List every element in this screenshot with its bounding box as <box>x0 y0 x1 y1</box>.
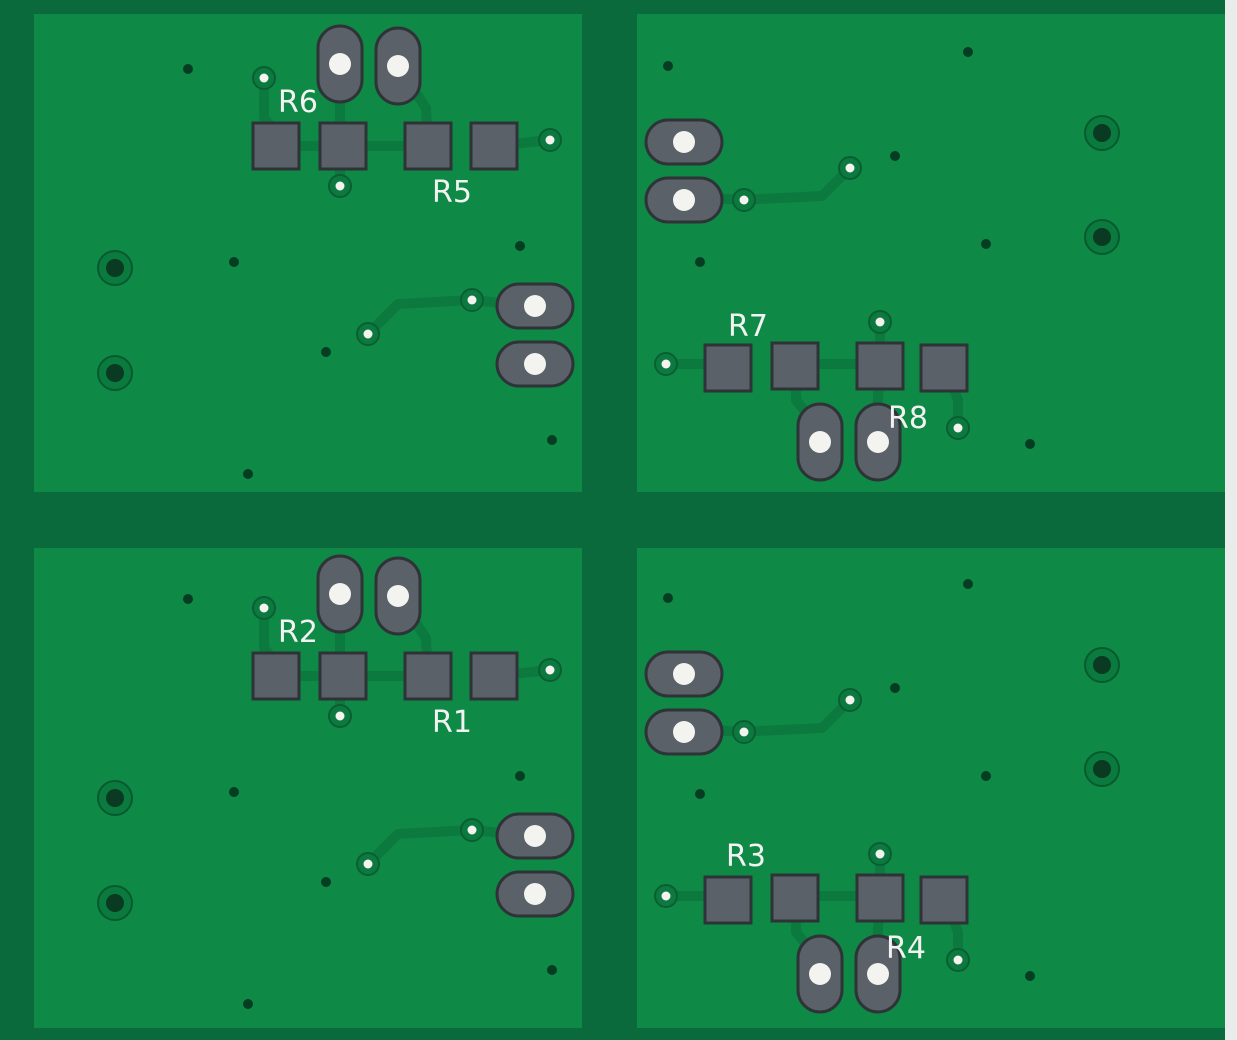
via-hole <box>661 359 671 369</box>
pad-hole <box>673 663 695 685</box>
via-hole <box>467 295 477 305</box>
silk-label-r1: R1 <box>432 705 472 740</box>
mask-dot <box>981 239 991 249</box>
mask-dot <box>183 594 193 604</box>
via-hole <box>953 423 963 433</box>
pad-hole <box>387 55 409 77</box>
smd-pad <box>855 341 905 391</box>
silk-label-r8: R8 <box>888 401 928 436</box>
smd-pad <box>703 343 753 393</box>
smd-pad <box>919 875 969 925</box>
silk-label-r4: R4 <box>886 931 926 966</box>
mask-dot <box>695 257 705 267</box>
via-hole <box>363 859 373 869</box>
mask-dot <box>1025 439 1035 449</box>
via-hole <box>739 195 749 205</box>
via-hole <box>259 603 269 613</box>
pad-hole <box>673 131 695 153</box>
smd-pad <box>403 121 453 171</box>
mask-dot <box>663 61 673 71</box>
via-hole <box>661 891 671 901</box>
pad-hole <box>329 53 351 75</box>
mask-dot <box>963 47 973 57</box>
pad-hole <box>524 883 546 905</box>
mask-dot <box>229 787 239 797</box>
via-hole <box>845 695 855 705</box>
mask-dot <box>981 771 991 781</box>
mask-dot <box>321 347 331 357</box>
via-hole <box>739 727 749 737</box>
mask-dot <box>890 151 900 161</box>
smd-pad <box>770 873 820 923</box>
pad-hole <box>524 295 546 317</box>
mask-dot <box>890 683 900 693</box>
mounting-hole <box>1093 228 1111 246</box>
mask-dot <box>321 877 331 887</box>
via-hole <box>259 73 269 83</box>
pad-hole <box>673 189 695 211</box>
pad-hole <box>524 353 546 375</box>
mounting-hole <box>106 894 124 912</box>
pad-hole <box>329 583 351 605</box>
mask-dot <box>663 593 673 603</box>
via-hole <box>335 181 345 191</box>
mask-dot <box>183 64 193 74</box>
mounting-hole <box>106 789 124 807</box>
mask-dot <box>547 435 557 445</box>
smd-pad <box>469 121 519 171</box>
mounting-hole <box>1093 656 1111 674</box>
pad-hole <box>809 963 831 985</box>
via-hole <box>335 711 345 721</box>
silk-label-r3: R3 <box>726 839 766 874</box>
mask-dot <box>243 469 253 479</box>
smd-pad <box>703 875 753 925</box>
silk-label-r7: R7 <box>728 309 768 344</box>
via-hole <box>875 317 885 327</box>
pad-hole <box>809 431 831 453</box>
via-hole <box>875 849 885 859</box>
silk-label-r2: R2 <box>278 615 318 650</box>
smd-pad <box>251 651 301 701</box>
pad-hole <box>524 825 546 847</box>
panel-top-left <box>34 14 582 492</box>
pad-hole <box>673 721 695 743</box>
mask-dot <box>229 257 239 267</box>
via-hole <box>467 825 477 835</box>
mask-dot <box>547 965 557 975</box>
pad-hole <box>867 963 889 985</box>
pad-hole <box>867 431 889 453</box>
via-hole <box>363 329 373 339</box>
mounting-hole <box>106 364 124 382</box>
mask-dot <box>963 579 973 589</box>
pad-hole <box>387 585 409 607</box>
mounting-hole <box>106 259 124 277</box>
mounting-hole <box>1093 760 1111 778</box>
smd-pad <box>770 341 820 391</box>
smd-pad <box>251 121 301 171</box>
smd-pad <box>318 651 368 701</box>
via-hole <box>953 955 963 965</box>
mask-dot <box>515 241 525 251</box>
mask-dot <box>1025 971 1035 981</box>
smd-pad <box>403 651 453 701</box>
mounting-hole <box>1093 124 1111 142</box>
board-edge <box>1225 0 1237 1040</box>
panel-bottom-right <box>637 548 1225 1028</box>
via-hole <box>545 135 555 145</box>
silk-label-r5: R5 <box>432 175 472 210</box>
silk-label-r6: R6 <box>278 85 318 120</box>
smd-pad <box>318 121 368 171</box>
via-hole <box>845 163 855 173</box>
via-hole <box>545 665 555 675</box>
mask-dot <box>243 999 253 1009</box>
smd-pad <box>855 873 905 923</box>
mask-dot <box>695 789 705 799</box>
mask-dot <box>515 771 525 781</box>
smd-pad <box>469 651 519 701</box>
panel-top-right <box>637 14 1225 492</box>
smd-pad <box>919 343 969 393</box>
